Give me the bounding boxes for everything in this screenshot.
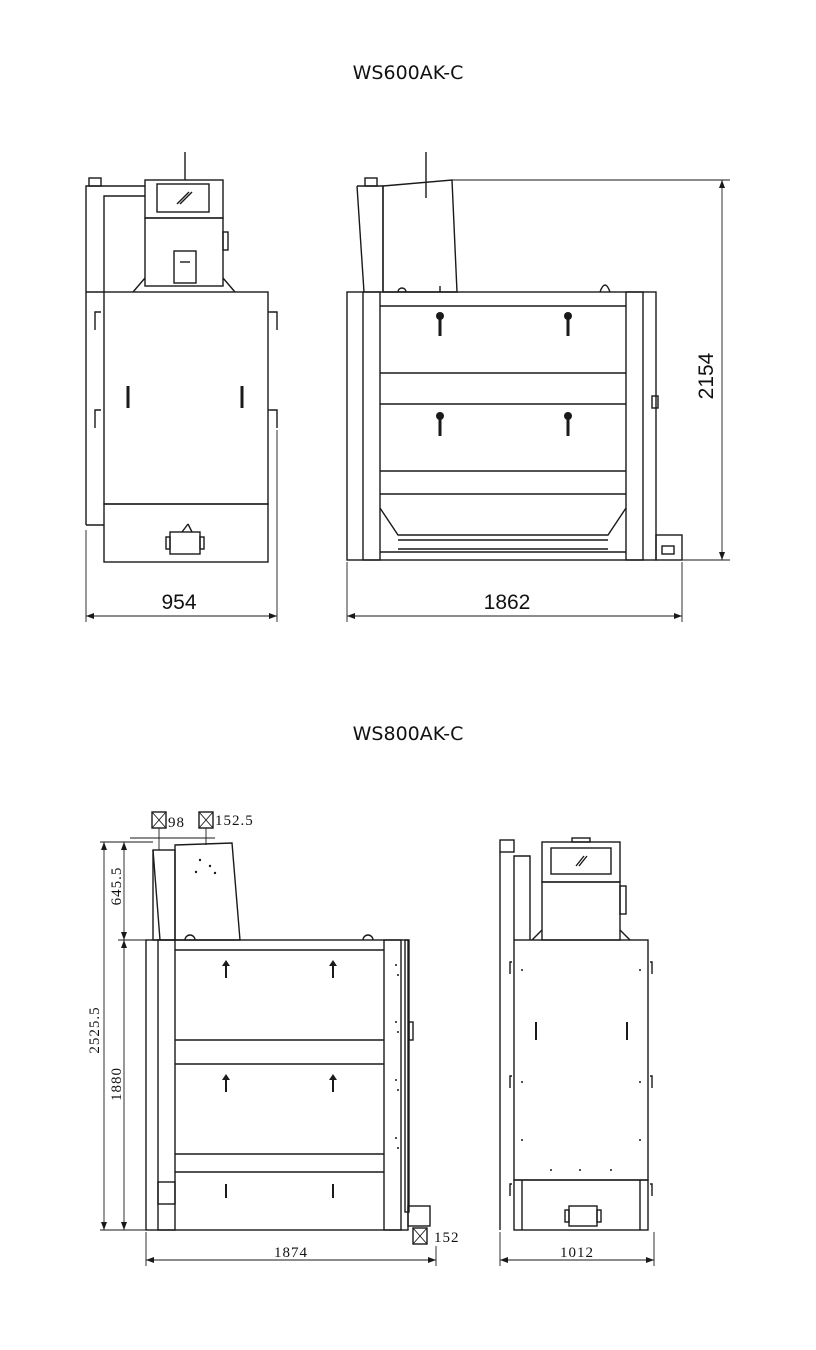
- model-b-side-view: [100, 811, 437, 1266]
- model-a-front-view: [85, 152, 278, 622]
- model-a-title: WS600AK-C: [352, 62, 464, 84]
- model-a-height-label: 2154: [695, 352, 718, 399]
- model-b-width-label: 1012: [560, 1245, 594, 1261]
- model-b-front-view: [499, 837, 655, 1266]
- model-b-inlet-2-label: 152.5: [215, 813, 254, 829]
- model-a-side-view: [346, 152, 730, 622]
- model-b-title: WS800AK-C: [352, 723, 464, 745]
- model-a-width-label: 954: [161, 591, 196, 614]
- model-b-top-section-label: 645.5: [109, 867, 125, 906]
- model-a-length-label: 1862: [484, 591, 531, 614]
- model-b-total-height-label: 2525.5: [87, 1006, 103, 1053]
- model-b-body-height-label: 1880: [109, 1067, 125, 1101]
- model-b-inlet-1-label: 98: [168, 815, 185, 831]
- model-b-length-label: 1874: [274, 1245, 308, 1261]
- model-b-outlet-label: 152: [434, 1230, 460, 1246]
